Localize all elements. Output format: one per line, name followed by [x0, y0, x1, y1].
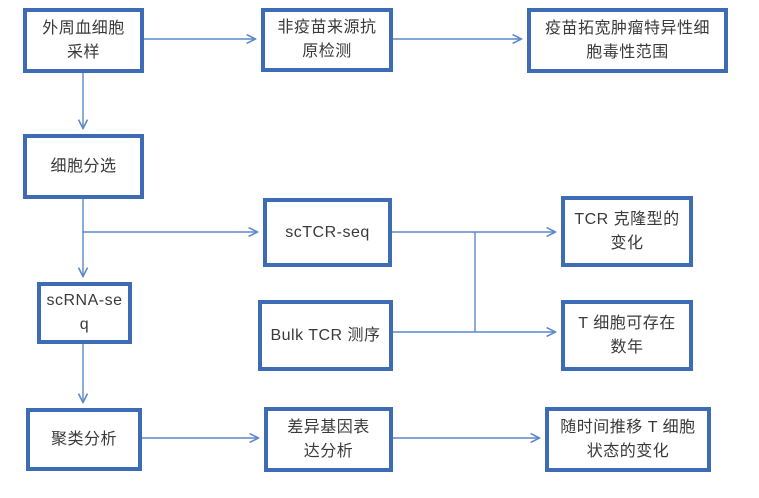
node-label-line: 达分析 — [303, 442, 354, 460]
node-label-line: 变化 — [610, 234, 644, 252]
node-sctcr-seq: scTCR-seq — [263, 198, 392, 267]
node-label-line: 采样 — [66, 43, 100, 61]
node-scrna-seq: scRNA-se q — [37, 282, 132, 344]
node-label-line: 胞毒性范围 — [586, 43, 669, 61]
node-label-line: TCR 克隆型的 — [574, 210, 680, 228]
node-label-line: 数年 — [610, 338, 644, 356]
node-label-line: 非疫苗来源抗 — [277, 19, 377, 36]
node-label-line: scTCR-seq — [285, 223, 370, 241]
node-label-line: 随时间推移 T 细胞 — [560, 418, 696, 436]
node-label-line: 原检测 — [302, 43, 352, 60]
node-label-line: 聚类分析 — [50, 430, 117, 448]
node-cluster-analysis: 聚类分析 — [26, 408, 142, 471]
node-tcr-clonotype-changes: TCR 克隆型的 变化 — [561, 196, 693, 267]
node-label-line: q — [79, 316, 90, 333]
node-label-line: 差异基因表 — [287, 418, 370, 436]
node-label-line: 疫苗拓宽肿瘤特异性细 — [544, 19, 710, 37]
node-label-line: 外周血细胞 — [42, 19, 125, 37]
node-bulk-tcr-sequencing: Bulk TCR 测序 — [258, 300, 393, 371]
node-peripheral-blood-cell-sampling: 外周血细胞 采样 — [23, 8, 144, 73]
node-differential-gene-expression-analysis: 差异基因表 达分析 — [264, 407, 393, 472]
node-t-cells-can-persist-for-years: T 细胞可存在 数年 — [561, 300, 693, 371]
node-non-vaccine-derived-antigen-detection: 非疫苗来源抗 原检测 — [261, 8, 393, 72]
node-vaccine-broadens-tumor-specific-cytotoxicity-range: 疫苗拓宽肿瘤特异性细 胞毒性范围 — [527, 8, 728, 73]
node-label-line: scRNA-se — [46, 292, 123, 309]
node-cell-sorting: 细胞分选 — [23, 134, 144, 199]
node-label-line: T 细胞可存在 — [578, 314, 676, 332]
node-label-line: 细胞分选 — [50, 157, 117, 175]
node-label-line: 状态的变化 — [586, 442, 670, 460]
node-t-cell-state-changes-over-time: 随时间推移 T 细胞 状态的变化 — [545, 407, 711, 472]
node-label-line: Bulk TCR 测序 — [270, 326, 381, 344]
